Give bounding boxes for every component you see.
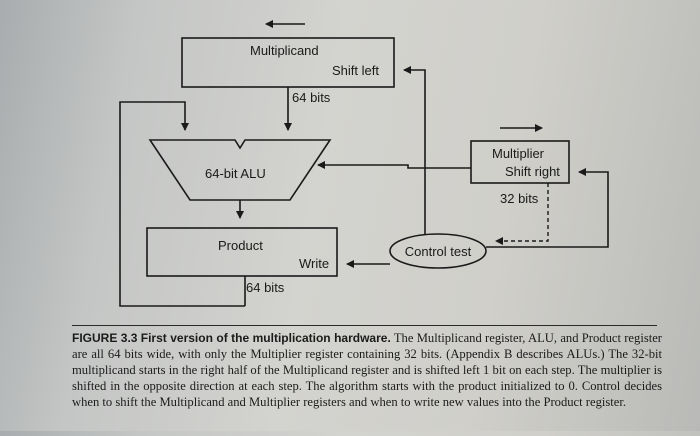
control-test-label: Control test xyxy=(405,244,472,259)
control-to-shift-left-wire xyxy=(403,66,426,234)
caption-rule xyxy=(72,325,657,326)
multiplier-bit-to-alu-wire xyxy=(317,161,471,169)
product-register xyxy=(146,227,338,277)
control-test-unit xyxy=(389,233,487,269)
multiplier-register xyxy=(470,140,570,184)
multiplier-bits-label: 32 bits xyxy=(500,191,539,206)
figure-title: First version of the multiplication hard… xyxy=(140,331,391,345)
multiplicand-bits-label: 64 bits xyxy=(292,90,331,105)
write-label: Write xyxy=(299,256,329,271)
multiplier-bit-to-control-wire xyxy=(495,183,549,245)
product-label: Product xyxy=(218,238,263,253)
figure-caption-body: The Multiplicand register, ALU, and Prod… xyxy=(72,331,663,409)
figure-number: FIGURE 3.3 xyxy=(72,331,138,345)
multiplier-label: Multiplier xyxy=(492,146,545,161)
figure-caption: FIGURE 3.3 First version of the multipli… xyxy=(72,330,662,410)
shift-left-label: Shift left xyxy=(332,63,379,78)
product-bits-label: 64 bits xyxy=(246,280,285,295)
shift-right-label: Shift right xyxy=(505,164,560,179)
control-to-shift-right-wire xyxy=(486,168,609,248)
product-feedback-wire xyxy=(119,101,189,307)
alu-label: 64-bit ALU xyxy=(205,166,266,181)
multiplicand-label: Multiplicand xyxy=(250,43,319,58)
alu-shape xyxy=(148,139,332,201)
